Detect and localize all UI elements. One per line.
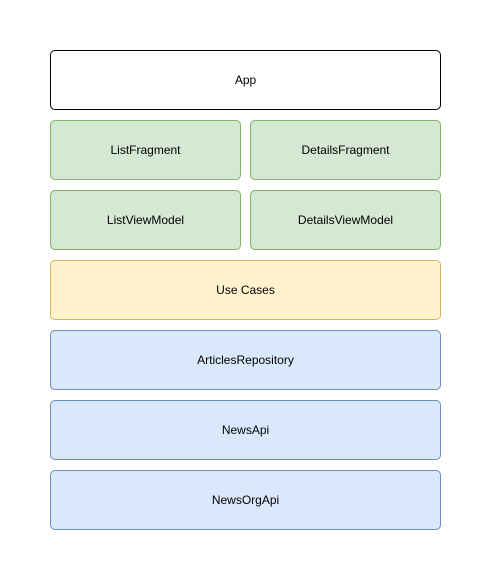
articles-repository-box: ArticlesRepository [50, 330, 441, 390]
list-fragment-box: ListFragment [50, 120, 241, 180]
list-view-model-label: ListViewModel [106, 213, 185, 227]
list-fragment-label: ListFragment [110, 143, 181, 157]
use-cases-box: Use Cases [50, 260, 441, 320]
list-view-model-box: ListViewModel [50, 190, 241, 250]
details-fragment-box: DetailsFragment [250, 120, 441, 180]
news-org-api-box: NewsOrgApi [50, 470, 441, 530]
articles-repository-label: ArticlesRepository [197, 353, 294, 367]
details-view-model-box: DetailsViewModel [250, 190, 441, 250]
app-box: App [50, 50, 441, 110]
details-fragment-label: DetailsFragment [301, 143, 390, 157]
app-label: App [234, 73, 257, 87]
use-cases-label: Use Cases [216, 283, 275, 297]
news-api-label: NewsApi [221, 423, 270, 437]
news-api-box: NewsApi [50, 400, 441, 460]
news-org-api-label: NewsOrgApi [211, 493, 280, 507]
details-view-model-label: DetailsViewModel [297, 213, 394, 227]
